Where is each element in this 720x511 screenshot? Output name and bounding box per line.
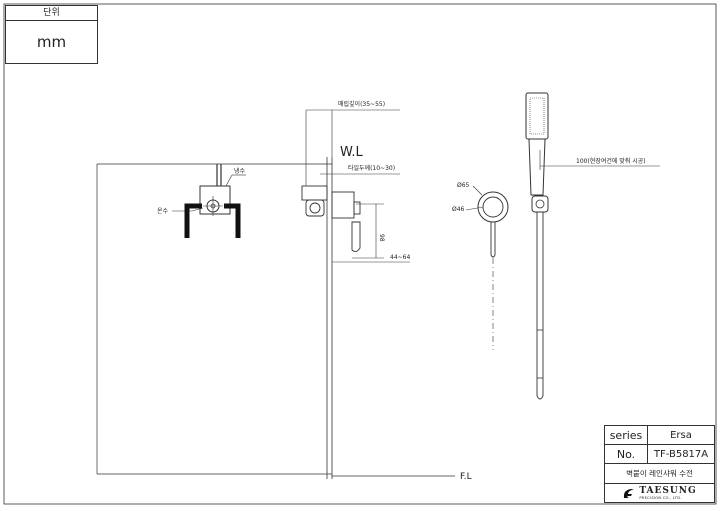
dia-46-label: Ø46 [452,206,465,213]
tile-thickness-label: 타일두께(10~30) [348,164,395,172]
cold-water-label: 냉수 [234,167,246,175]
series-value: Ersa [670,430,692,441]
dim-100-label: 100(현장여건에 맞춰 시공) [576,157,646,165]
valve-body [199,185,231,215]
shower-holder [531,195,549,213]
series-row: series Ersa [605,426,714,445]
logo-subtext: PRECISION CO., LTD. [639,495,682,500]
hand-shower-head [525,92,549,140]
water-line-label: W.L [340,145,363,160]
title-block: series Ersa No. TF-B5817A 벽붙이 레인샤워 수전 TA… [604,425,715,503]
trim-outer-circle [477,191,509,223]
hand-shower-handle [528,138,546,196]
trim-plate [331,191,355,219]
unit-header: 단위 [6,6,97,21]
product-description: 벽붙이 레인샤워 수전 [605,464,714,484]
trim-inner-circle [482,196,504,218]
dim-98-label: 98 [378,234,385,242]
handle-lever [351,221,361,253]
model-row: No. TF-B5817A [605,445,714,464]
left-piping-view [96,163,332,475]
model-no-value: TF-B5817A [653,449,709,460]
company-logo: TAESUNG PRECISION CO., LTD. [605,484,714,502]
front-elevation-view [465,92,660,400]
model-no-label: No. [605,445,648,463]
series-label: series [605,426,648,444]
cold-water-pipe [224,203,241,238]
embed-depth-label: 매립깊이(35~55) [338,100,385,108]
floor-level-label: F.L [460,472,472,482]
drawing-border [3,3,717,505]
embedded-body [301,185,328,201]
unit-box: 단위 mm [5,5,98,64]
hot-water-pipe [184,203,202,238]
logo-text: TAESUNG [639,485,697,496]
side-elevation-view [301,109,410,479]
dia-65-label: Ø65 [457,182,470,189]
logo-mark-icon [624,488,635,498]
dim-44-64-label: 44~64 [390,254,410,261]
unit-value: mm [36,33,67,51]
hot-water-label: 온수 [157,208,169,215]
